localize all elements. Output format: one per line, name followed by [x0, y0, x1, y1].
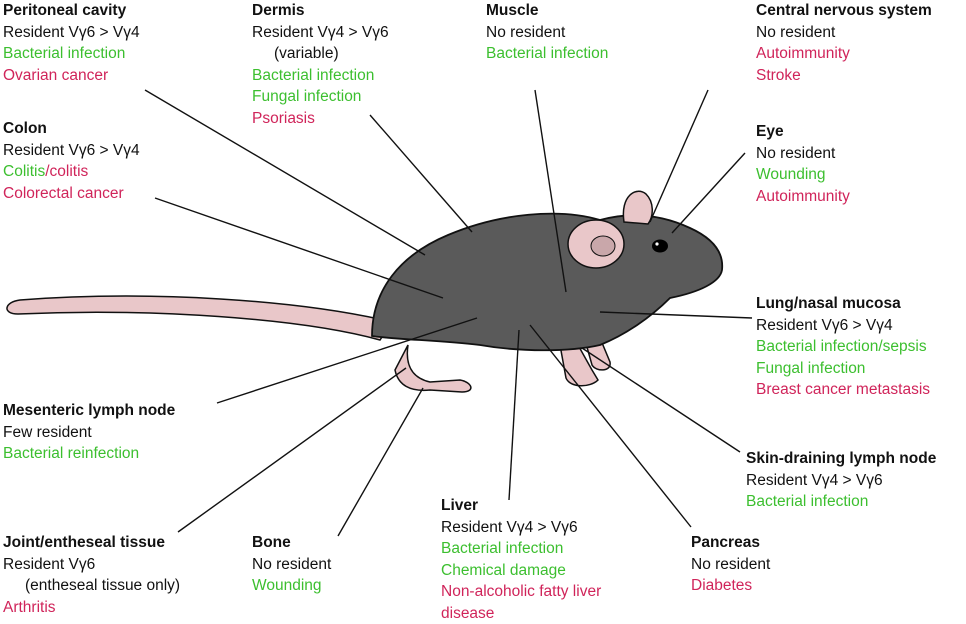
leader-colon	[155, 198, 443, 298]
site-note: (variable)	[252, 43, 389, 65]
site-pathology: Colorectal cancer	[3, 183, 140, 205]
site-role: Colitis	[3, 163, 45, 180]
site-liver: Liver Resident Vγ4 > Vγ6 Bacterial infec…	[441, 495, 601, 624]
site-dermis: Dermis Resident Vγ4 > Vγ6 (variable) Bac…	[252, 0, 389, 129]
site-peritoneal: Peritoneal cavity Resident Vγ6 > Vγ4 Bac…	[3, 0, 140, 86]
site-role: Fungal infection	[252, 86, 389, 108]
site-resident: Resident Vγ4 > Vγ6	[441, 517, 601, 539]
site-pathology: Stroke	[756, 65, 932, 87]
mouse-hind-leg	[395, 345, 471, 392]
site-resident: Resident Vγ6 > Vγ4	[3, 22, 140, 44]
site-lung: Lung/nasal mucosa Resident Vγ6 > Vγ4 Bac…	[756, 293, 930, 401]
leader-dermis	[370, 115, 472, 232]
site-title: Muscle	[486, 0, 608, 22]
leader-joint	[178, 368, 406, 532]
site-resident: Resident Vγ6	[3, 554, 180, 576]
site-resident: Resident Vγ6 > Vγ4	[756, 315, 930, 337]
site-title: Lung/nasal mucosa	[756, 293, 930, 315]
site-role: Bacterial infection	[486, 43, 608, 65]
leader-bone	[338, 388, 423, 536]
site-title: Peritoneal cavity	[3, 0, 140, 22]
site-role: Wounding	[756, 164, 850, 186]
site-mesenteric: Mesenteric lymph node Few resident Bacte…	[3, 400, 175, 465]
mouse-eye-glint	[655, 242, 658, 245]
site-title: Central nervous system	[756, 0, 932, 22]
site-role: Bacterial infection	[3, 43, 140, 65]
site-pathology: disease	[441, 603, 601, 624]
site-pathology: Diabetes	[691, 575, 770, 597]
site-pathology: Autoimmunity	[756, 43, 932, 65]
site-pathology: colitis	[50, 163, 89, 180]
site-resident: Resident Vγ6 > Vγ4	[3, 140, 140, 162]
site-title: Joint/entheseal tissue	[3, 532, 180, 554]
site-role: Fungal infection	[756, 358, 930, 380]
site-eye: Eye No resident Wounding Autoimmunity	[756, 121, 850, 207]
site-skin-ln: Skin-draining lymph node Resident Vγ4 > …	[746, 448, 936, 513]
site-resident: No resident	[756, 143, 850, 165]
site-role: Bacterial infection	[746, 491, 936, 513]
leader-liver	[509, 330, 519, 500]
site-title: Colon	[3, 118, 140, 140]
site-title: Eye	[756, 121, 850, 143]
site-pancreas: Pancreas No resident Diabetes	[691, 532, 770, 597]
site-resident: Resident Vγ4 > Vγ6	[252, 22, 389, 44]
site-title: Liver	[441, 495, 601, 517]
site-pathology: Arthritis	[3, 597, 180, 619]
site-colitis-line: Colitis/colitis	[3, 161, 140, 183]
site-bone: Bone No resident Wounding	[252, 532, 331, 597]
site-pathology: Ovarian cancer	[3, 65, 140, 87]
site-role: Bacterial infection/sepsis	[756, 336, 930, 358]
site-pathology: Breast cancer metastasis	[756, 379, 930, 401]
site-pathology: Psoriasis	[252, 108, 389, 130]
site-role: Bacterial infection	[252, 65, 389, 87]
mouse-ear-inner	[591, 236, 615, 256]
site-title: Skin-draining lymph node	[746, 448, 936, 470]
site-resident: No resident	[252, 554, 331, 576]
site-title: Dermis	[252, 0, 389, 22]
mouse-body	[372, 214, 722, 351]
site-title: Bone	[252, 532, 331, 554]
site-role: Bacterial infection	[441, 538, 601, 560]
site-pathology: Autoimmunity	[756, 186, 850, 208]
leader-eye	[672, 153, 745, 233]
site-muscle: Muscle No resident Bacterial infection	[486, 0, 608, 65]
site-cns: Central nervous system No resident Autoi…	[756, 0, 932, 86]
site-joint: Joint/entheseal tissue Resident Vγ6 (ent…	[3, 532, 180, 618]
site-title: Mesenteric lymph node	[3, 400, 175, 422]
site-role: Chemical damage	[441, 560, 601, 582]
site-role: Bacterial reinfection	[3, 443, 175, 465]
site-resident: No resident	[756, 22, 932, 44]
site-role: Wounding	[252, 575, 331, 597]
mouse-eye	[652, 240, 668, 253]
mouse-ear-back	[623, 191, 652, 224]
site-title: Pancreas	[691, 532, 770, 554]
mouse-tail	[7, 296, 392, 340]
site-pathology: Non-alcoholic fatty liver	[441, 581, 601, 603]
site-note: (entheseal tissue only)	[3, 575, 180, 597]
leader-skin-ln	[582, 348, 740, 452]
site-resident: Few resident	[3, 422, 175, 444]
site-resident: Resident Vγ4 > Vγ6	[746, 470, 936, 492]
site-colon: Colon Resident Vγ6 > Vγ4 Colitis/colitis…	[3, 118, 140, 204]
site-resident: No resident	[691, 554, 770, 576]
site-resident: No resident	[486, 22, 608, 44]
